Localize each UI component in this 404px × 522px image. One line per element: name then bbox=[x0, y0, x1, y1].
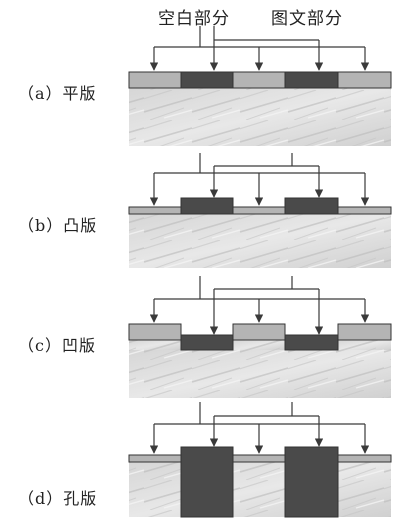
blank-part-heading: 空白部分 bbox=[158, 9, 230, 29]
blank-area bbox=[128, 323, 182, 341]
blank-area bbox=[232, 323, 286, 341]
image-area bbox=[284, 71, 339, 89]
image-area bbox=[180, 334, 234, 351]
image-area bbox=[284, 197, 339, 215]
image-area bbox=[284, 446, 339, 518]
panel-c-plate bbox=[128, 323, 392, 398]
panel-c-arrows bbox=[149, 276, 370, 335]
panel-a-plate bbox=[128, 71, 392, 146]
blank-area bbox=[337, 71, 392, 89]
blank-area bbox=[128, 71, 182, 89]
panel-a-label: （a）平版 bbox=[18, 84, 97, 103]
panel-b-arrows bbox=[149, 153, 370, 206]
blank-area bbox=[337, 323, 392, 341]
image-area bbox=[180, 446, 234, 518]
image-part-heading: 图文部分 bbox=[271, 9, 343, 29]
blank-area bbox=[128, 454, 392, 463]
panel-a-arrows bbox=[149, 26, 370, 71]
panel-d-label: （d）孔版 bbox=[18, 489, 98, 508]
panel-d-arrows bbox=[149, 402, 370, 454]
panel-c-label: （c）凹版 bbox=[18, 336, 96, 355]
blank-area bbox=[232, 71, 286, 89]
image-area bbox=[180, 197, 234, 215]
image-area bbox=[180, 71, 234, 89]
blank-area bbox=[128, 206, 392, 215]
panel-b-label: （b）凸版 bbox=[18, 216, 98, 235]
image-area bbox=[284, 334, 339, 351]
panel-d-plate bbox=[128, 446, 392, 518]
panel-b-plate bbox=[128, 197, 392, 268]
